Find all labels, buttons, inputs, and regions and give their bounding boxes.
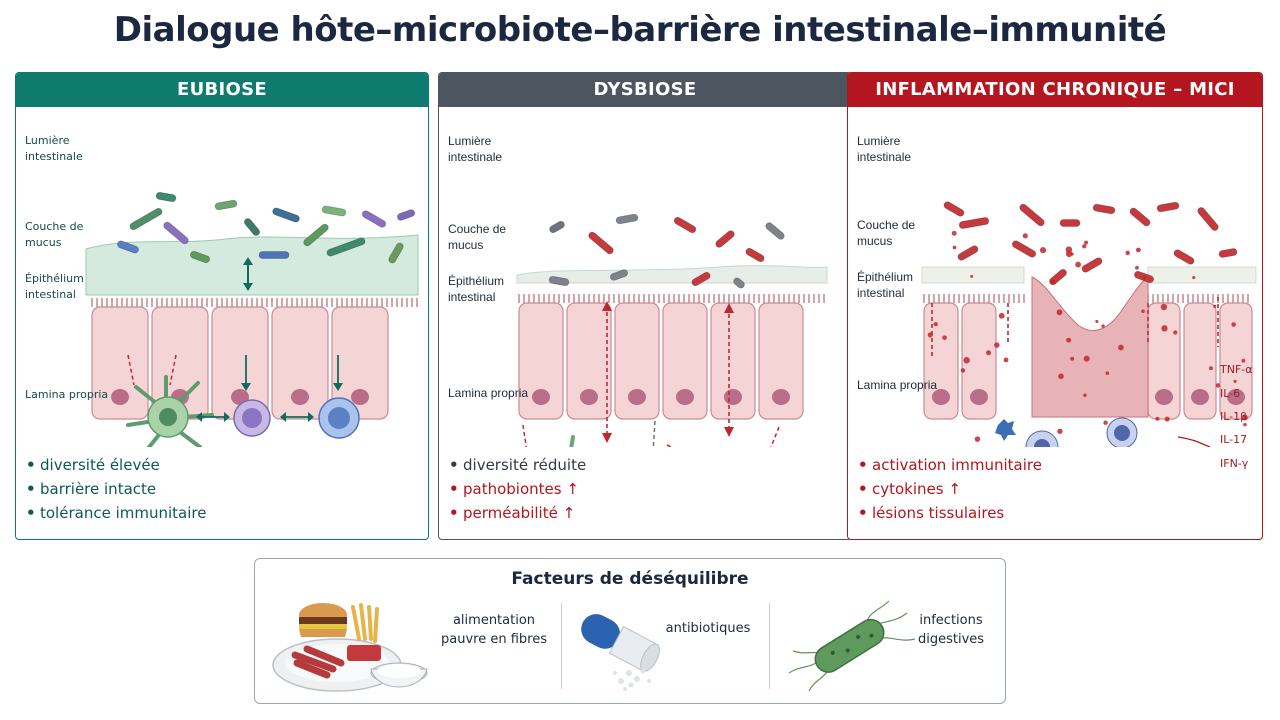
- panel-header-dysbiose: DYSBIOSE: [439, 73, 851, 107]
- bullets-dysbiose: •diversité réduite •pathobiontes ↑ •perm…: [449, 453, 586, 525]
- capsule-icon: [581, 614, 660, 691]
- factor-label-diet: alimentation pauvre en fibres: [441, 613, 547, 647]
- bullet-item: •cytokines ↑: [858, 480, 961, 498]
- label-lumen-inflammation: Lumière intestinale: [857, 134, 912, 164]
- divider: [561, 603, 562, 689]
- bullet-item: •perméabilité ↑: [449, 504, 576, 522]
- label-epithelium-dysbiose: Épithélium intestinal: [448, 274, 505, 304]
- bullets-inflammation: •activation immunitaire •cytokines ↑ •lé…: [858, 453, 1042, 525]
- label-lamina-inflammation: Lamina propria: [857, 378, 938, 392]
- cytokine-label: IL-6: [1220, 387, 1241, 400]
- factors-title: Facteurs de déséquilibre: [511, 569, 749, 589]
- cytokine-label: IL-17: [1220, 433, 1248, 446]
- panel-inflammation: INFLAMMATION CHRONIQUE – MICI: [847, 72, 1263, 540]
- label-lumen-dysbiose: Lumière intestinale: [448, 134, 503, 164]
- label-lumen-eubiose: Lumière intestinale: [25, 134, 83, 163]
- bullet-item: •diversité réduite: [449, 456, 587, 474]
- dendritic-cell-icon: [539, 435, 601, 447]
- label-lamina-eubiose: Lamina propria: [25, 388, 109, 401]
- cytokine-label: IL-1β: [1220, 410, 1248, 423]
- bullet-item: •tolérance immunitaire: [26, 504, 207, 522]
- bullet-item: •lésions tissulaires: [858, 504, 1005, 522]
- factor-label-antibiotics: antibiotiques: [665, 621, 751, 636]
- panel-header-inflammation: INFLAMMATION CHRONIQUE – MICI: [848, 73, 1262, 107]
- inflammation-illustration: [921, 201, 1257, 447]
- food-plate-icon: [272, 603, 428, 692]
- label-mucus-eubiose: Couche de mucus: [25, 220, 84, 249]
- label-epithelium-eubiose: Épithélium intestinal: [25, 272, 84, 301]
- label-epithelium-inflammation: Épithélium intestinal: [857, 270, 914, 300]
- bacterium-icon: [788, 600, 916, 692]
- factors-box: Facteurs de déséquilibre alimentation pa…: [254, 558, 1006, 704]
- label-mucus-inflammation: Couche de mucus: [857, 218, 916, 248]
- divider: [769, 603, 770, 689]
- page-title: Dialogue hôte–microbiote–barrière intest…: [113, 10, 1167, 50]
- dysbiose-illustration: [516, 213, 828, 447]
- label-mucus-dysbiose: Couche de mucus: [448, 222, 507, 252]
- bullet-item: •pathobiontes ↑: [449, 480, 579, 498]
- factor-label-infections: infections digestives: [917, 613, 985, 647]
- bullet-item: •barrière intacte: [26, 480, 157, 498]
- bullet-item: •activation immunitaire: [858, 456, 1042, 474]
- bullets-eubiose: •diversité élevée •barrière intacte •tol…: [26, 453, 206, 525]
- panel-eubiose: EUBIOSE Lumière: [15, 72, 429, 540]
- label-lamina-dysbiose: Lamina propria: [448, 386, 529, 400]
- panel-dysbiose: DYSBIOSE Lumière intestinale: [438, 72, 852, 540]
- cytokine-label: TNF-α: [1220, 363, 1253, 376]
- cytokine-label: IFN-γ: [1220, 457, 1249, 470]
- panel-header-eubiose: EUBIOSE: [16, 73, 428, 107]
- bullet-item: •diversité élevée: [26, 456, 160, 474]
- eubiose-illustration: [85, 191, 419, 447]
